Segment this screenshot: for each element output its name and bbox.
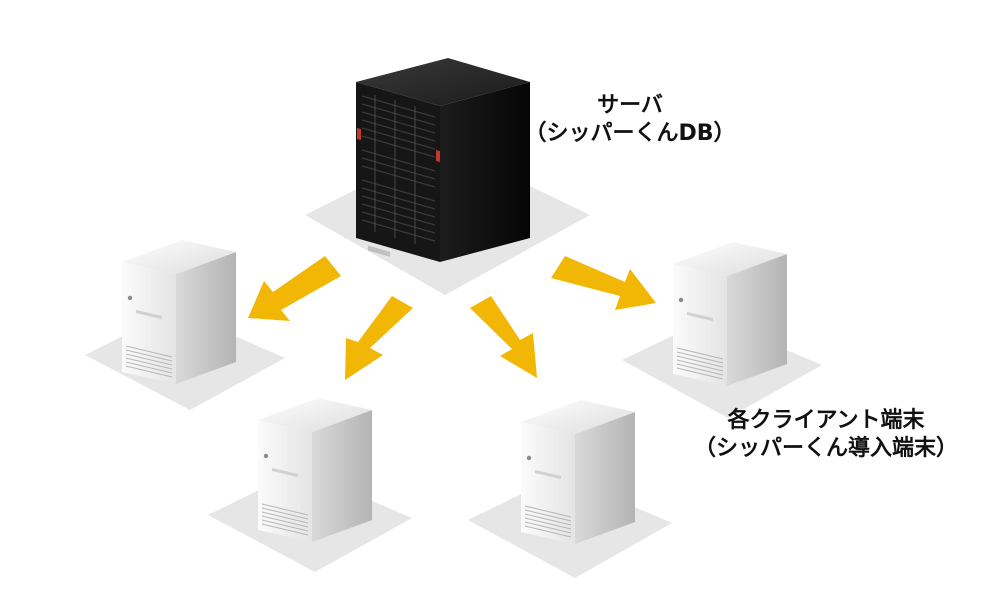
client-2-tower-icon [258,398,372,542]
client-towers [122,240,787,544]
server-subtitle: （シッパーくんDB） [524,121,736,146]
client-3-tower-icon [521,400,635,544]
clients-subtitle: （シッパーくん導入端末） [693,436,958,461]
clients-label: 各クライアント端末 （シッパーくん導入端末） [676,407,976,463]
arrow-to-client-4 [551,256,656,310]
server-title: サーバ [597,93,663,118]
arrow-to-client-1 [248,256,341,321]
server-label: サーバ （シッパーくんDB） [520,92,740,148]
server-rack-icon [356,58,530,262]
arrow-to-client-3 [470,296,537,378]
client-4-tower-icon [673,242,787,386]
clients-title: 各クライアント端末 [727,408,925,433]
arrow-to-client-2 [345,296,413,380]
client-1-tower-icon [122,240,236,384]
